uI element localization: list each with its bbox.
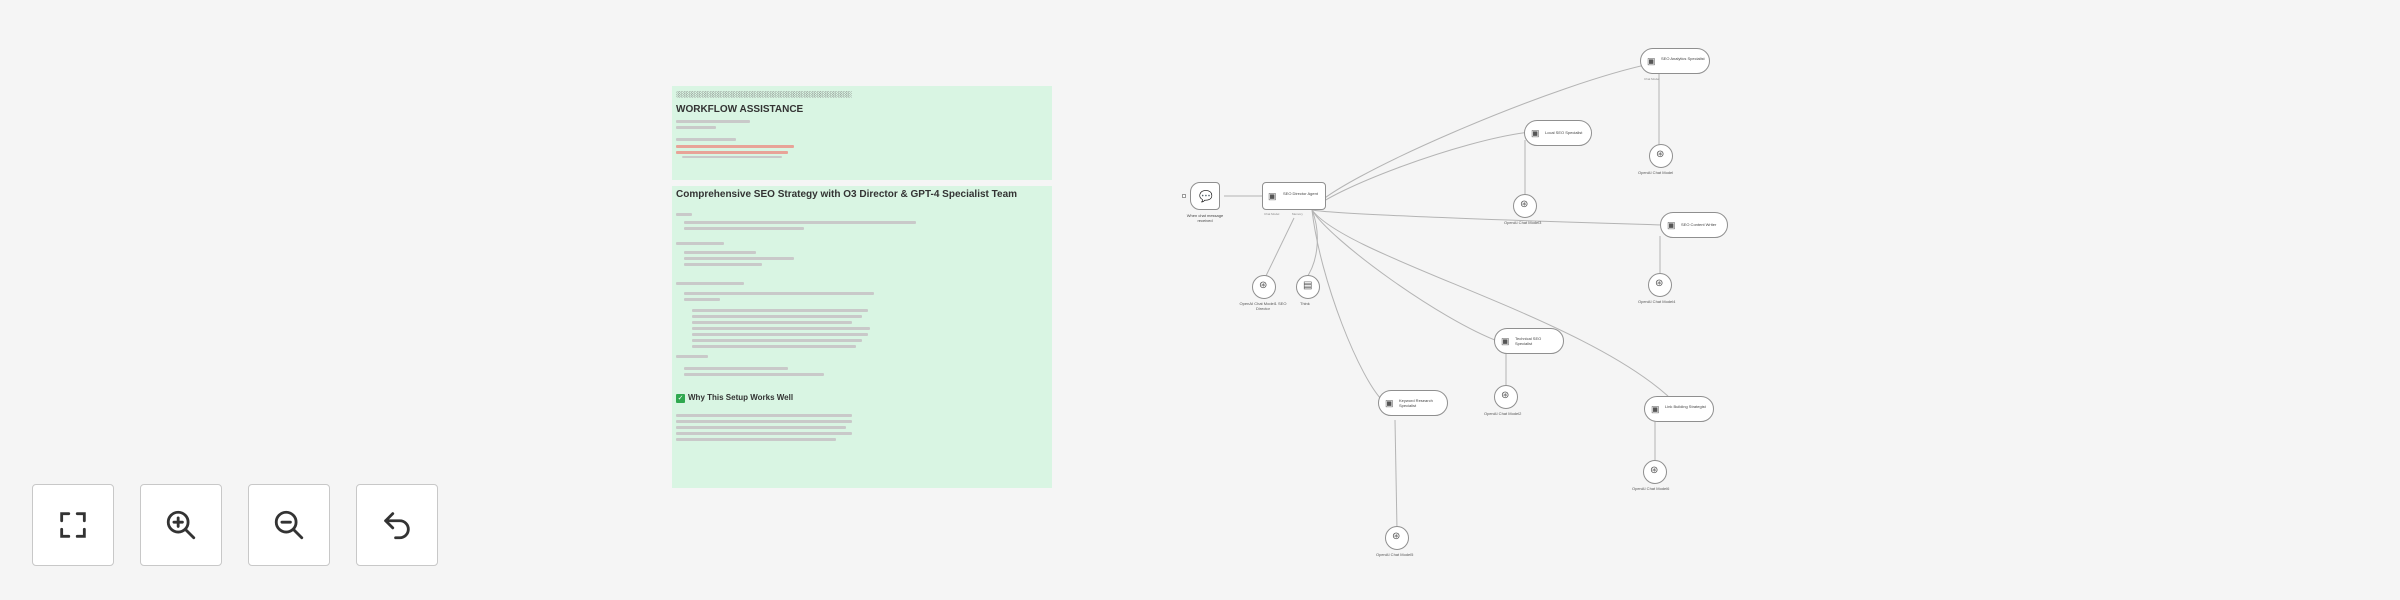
node-technical-seo[interactable]: ▣ Technical SEO Specialist xyxy=(1494,328,1564,354)
node-label: Think xyxy=(1300,301,1310,306)
sticky-title: WORKFLOW ASSISTANCE xyxy=(676,104,804,115)
text-placeholder xyxy=(684,292,874,295)
text-placeholder xyxy=(676,145,794,148)
node-label: OpenAI Chat Model6 xyxy=(1632,486,1670,491)
robot-icon: ▣ xyxy=(1268,191,1277,201)
text-placeholder xyxy=(676,151,788,154)
fit-view-icon xyxy=(60,512,86,538)
text-placeholder xyxy=(684,298,720,301)
node-label: Link Building Strategist xyxy=(1665,404,1706,409)
openai-icon: ⊛ xyxy=(1650,465,1659,476)
zoom-in-icon xyxy=(166,510,196,540)
node-label: When chat message received xyxy=(1186,213,1224,223)
text-placeholder xyxy=(692,333,868,336)
robot-icon: ▣ xyxy=(1651,404,1660,414)
text-placeholder xyxy=(692,339,862,342)
node-keyword-research[interactable]: ▣ Keyword Research Specialist xyxy=(1378,390,1448,416)
openai-icon: ⊛ xyxy=(1259,280,1268,291)
node-openai-model[interactable]: ⊛ xyxy=(1513,194,1537,218)
node-seo-director[interactable]: ▣ SEO Director Agent xyxy=(1262,182,1326,210)
robot-icon: ▣ xyxy=(1667,220,1676,230)
text-placeholder xyxy=(676,138,736,141)
node-openai-model[interactable]: ⊛ xyxy=(1648,273,1672,297)
text-placeholder xyxy=(692,309,868,312)
node-label: Local SEO Specialist xyxy=(1545,130,1583,135)
text-placeholder xyxy=(692,321,852,324)
text-placeholder xyxy=(692,327,870,330)
sub-label: Chat Model xyxy=(1264,212,1280,216)
undo-button[interactable] xyxy=(356,484,438,566)
node-openai-model[interactable]: ⊛ xyxy=(1385,526,1409,550)
text-placeholder xyxy=(684,227,804,230)
text-placeholder xyxy=(684,263,762,266)
text-placeholder xyxy=(676,242,724,245)
text-placeholder xyxy=(684,221,916,224)
add-node-handle[interactable] xyxy=(1182,194,1186,198)
text-placeholder xyxy=(676,355,708,358)
section-title: Why This Setup Works Well xyxy=(688,393,794,402)
text-placeholder xyxy=(684,251,756,254)
text-placeholder xyxy=(676,120,750,123)
text-placeholder xyxy=(684,367,788,370)
text-placeholder xyxy=(676,432,852,435)
sticky-main-title: Comprehensive SEO Strategy with O3 Direc… xyxy=(676,189,1018,200)
robot-icon: ▣ xyxy=(1531,128,1540,138)
node-openai-model[interactable]: ⊛ xyxy=(1643,460,1667,484)
robot-icon: ▣ xyxy=(1647,56,1656,66)
fit-view-button[interactable] xyxy=(32,484,114,566)
openai-icon: ⊛ xyxy=(1501,390,1510,401)
node-label: OpenAI Chat Model1 SEO Director xyxy=(1239,301,1287,311)
openai-icon: ⊛ xyxy=(1520,199,1529,210)
sub-label: Memory xyxy=(1292,212,1303,216)
node-openai-model[interactable]: ⊛ xyxy=(1494,385,1518,409)
node-link-building[interactable]: ▣ Link Building Strategist xyxy=(1644,396,1714,422)
node-local-seo[interactable]: ▣ Local SEO Specialist xyxy=(1524,120,1592,146)
text-placeholder xyxy=(676,126,716,129)
text-placeholder xyxy=(676,282,744,285)
node-label: Technical SEO Specialist xyxy=(1515,336,1542,346)
zoom-in-button[interactable] xyxy=(140,484,222,566)
node-label: OpenAI Chat Model5 xyxy=(1376,552,1414,557)
node-label: OpenAI Chat Model3 xyxy=(1504,220,1542,225)
text-placeholder xyxy=(682,156,782,158)
robot-icon: ▣ xyxy=(1385,398,1394,408)
openai-icon: ⊛ xyxy=(1392,531,1401,542)
node-label: SEO Analytics Specialist xyxy=(1661,56,1705,61)
node-openai-model[interactable]: ⊛ xyxy=(1649,144,1673,168)
sticky-note-assistance[interactable]: ░░░░░░░░░░░░░░░░░░░░░░░░░░░░░░░░░░░░░░░░… xyxy=(672,86,1052,180)
node-content-writer[interactable]: ▣ SEO Content Writer xyxy=(1660,212,1728,238)
text-placeholder xyxy=(676,426,846,429)
openai-icon: ⊛ xyxy=(1655,278,1664,289)
node-label: OpenAI Chat Model4 xyxy=(1638,299,1676,304)
chat-icon: 💬 xyxy=(1199,191,1213,203)
node-label: OpenAI Chat Model2 xyxy=(1484,411,1522,416)
zoom-out-icon xyxy=(274,510,304,540)
node-label: SEO Content Writer xyxy=(1681,222,1717,227)
text-placeholder xyxy=(684,257,794,260)
node-trigger[interactable]: 💬 xyxy=(1190,182,1220,210)
check-icon: ✓ xyxy=(676,394,685,403)
zoom-out-button[interactable] xyxy=(248,484,330,566)
text-placeholder xyxy=(676,438,836,441)
node-label: SEO Director Agent xyxy=(1283,191,1318,196)
node-analytics-specialist[interactable]: ▣ SEO Analytics Specialist xyxy=(1640,48,1710,74)
node-openai-model[interactable]: ⊛ xyxy=(1252,275,1276,299)
think-icon: ▤ xyxy=(1303,280,1313,291)
text-placeholder xyxy=(692,315,862,318)
sticky-header-glyphs: ░░░░░░░░░░░░░░░░░░░░░░░░░░░░░░░░░░░░░░░░… xyxy=(676,91,852,98)
sticky-note-seo-strategy[interactable]: Comprehensive SEO Strategy with O3 Direc… xyxy=(672,186,1052,488)
openai-icon: ⊛ xyxy=(1656,149,1665,160)
node-label: OpenAI Chat Model xyxy=(1638,170,1674,175)
node-label: Keyword Research Specialist xyxy=(1399,398,1433,408)
text-placeholder xyxy=(676,420,852,423)
robot-icon: ▣ xyxy=(1501,336,1510,346)
text-placeholder xyxy=(684,373,824,376)
text-placeholder xyxy=(676,414,852,417)
node-think[interactable]: ▤ xyxy=(1296,275,1320,299)
undo-icon xyxy=(384,512,410,540)
sub-label: Chat Model xyxy=(1644,77,1660,81)
text-placeholder xyxy=(692,345,856,348)
text-placeholder xyxy=(676,213,692,216)
